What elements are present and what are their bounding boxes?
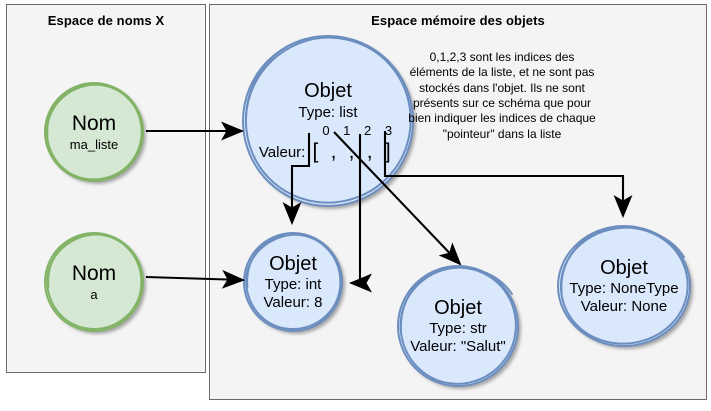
object-node-list-type: Type: list — [298, 103, 358, 121]
object-node-list-value-row: Valeur: 0 1 2 3 [ , , , ] — [259, 121, 397, 162]
object-node-list-value-label: Valeur: — [258, 144, 306, 162]
object-node-nonetype-title: Objet — [600, 256, 648, 279]
name-node-a-title: Nom — [71, 261, 117, 285]
object-node-nonetype-value: Valeur: None — [580, 297, 668, 315]
object-node-str[interactable]: Objet Type: str Valeur: "Salut" — [396, 264, 520, 388]
object-node-list[interactable]: Objet Type: list Valeur: 0 1 2 3 [ , , ,… — [240, 33, 416, 209]
object-node-str-type: Type: str — [429, 320, 487, 338]
annotation-indices-note: 0,1,2,3 sont les indices des éléments de… — [408, 50, 596, 141]
object-node-int-value: Valeur: 8 — [263, 293, 323, 311]
name-node-ma-liste-title: Nom — [71, 111, 117, 135]
list-brackets: [ , , , ] — [312, 140, 394, 164]
name-node-ma-liste-content: Nom ma_liste — [70, 112, 118, 152]
object-node-nonetype-content: Objet Type: NoneType Valeur: None — [569, 257, 678, 316]
name-node-a-content: Nom a — [72, 262, 116, 302]
panel-namespace-title: Espace de noms X — [47, 13, 165, 28]
name-node-a-value: a — [90, 286, 98, 302]
object-node-str-content: Objet Type: str Valeur: "Salut" — [410, 297, 505, 356]
list-indices: 0 1 2 3 — [322, 123, 398, 139]
object-node-int-title: Objet — [269, 252, 317, 275]
object-node-int-type: Type: int — [264, 276, 322, 294]
object-node-str-value: Valeur: "Salut" — [410, 337, 506, 355]
object-node-list-content: Objet Type: list Valeur: 0 1 2 3 [ , , ,… — [259, 80, 397, 162]
name-node-a[interactable]: Nom a — [43, 232, 145, 333]
object-node-str-title: Objet — [434, 296, 482, 319]
object-node-list-title: Objet — [304, 79, 352, 102]
object-node-list-literal: 0 1 2 3 [ , , , ] — [309, 122, 397, 162]
object-node-nonetype[interactable]: Objet Type: NoneType Valeur: None — [556, 224, 692, 348]
object-node-int-content: Objet Type: int Valeur: 8 — [264, 253, 323, 312]
panel-object-memory-title: Espace mémoire des objets — [371, 13, 545, 28]
name-node-ma-liste[interactable]: Nom ma_liste — [43, 82, 145, 183]
object-node-int[interactable]: Objet Type: int Valeur: 8 — [242, 231, 344, 333]
name-node-ma-liste-value: ma_liste — [69, 136, 119, 152]
object-node-nonetype-type: Type: NoneType — [569, 280, 679, 298]
